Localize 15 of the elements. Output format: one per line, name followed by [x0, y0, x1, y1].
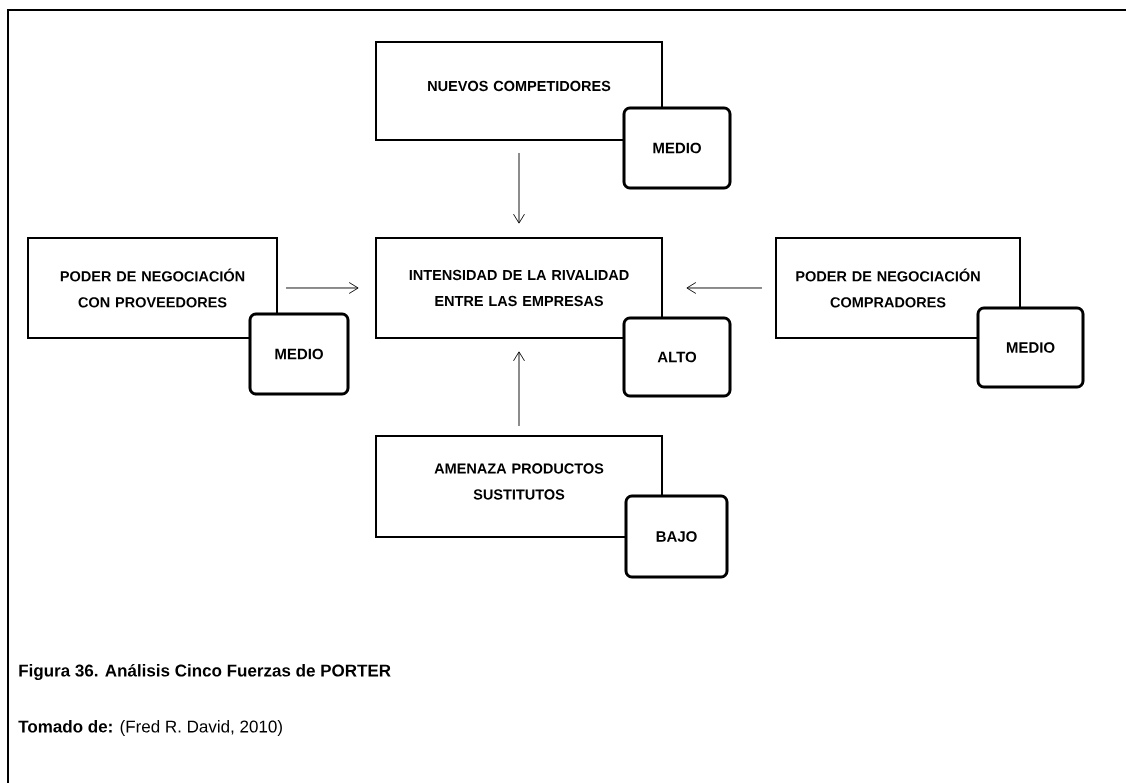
force-box: PODER DE NEGOCIACIÓN CON PROVEEDORES — [27, 237, 278, 339]
arrow — [285, 282, 359, 294]
force-box: INTENSIDAD DE LA RIVALIDAD ENTRE LAS EMPRESAS — [375, 237, 663, 339]
arrow — [686, 282, 763, 294]
arrow — [513, 152, 525, 224]
rating-tag: MEDIO — [622, 106, 732, 190]
source-note: Tomado de: (Fred R. David, 2010) — [18, 720, 282, 736]
force-box: NUEVOS COMPETIDORES — [375, 41, 663, 141]
rating-tag: BAJO — [624, 494, 729, 579]
rating-tag: MEDIO — [248, 312, 350, 396]
rating-tag: ALTO — [622, 316, 732, 398]
figure-caption: Figura 36. Análisis Cinco Fuerzas de PORTER — [19, 663, 391, 681]
rating-tag: MEDIO — [976, 306, 1085, 389]
force-box: PODER DE NEGOCIACIÓN COMPRADORES — [775, 237, 1021, 339]
arrow — [513, 351, 525, 427]
